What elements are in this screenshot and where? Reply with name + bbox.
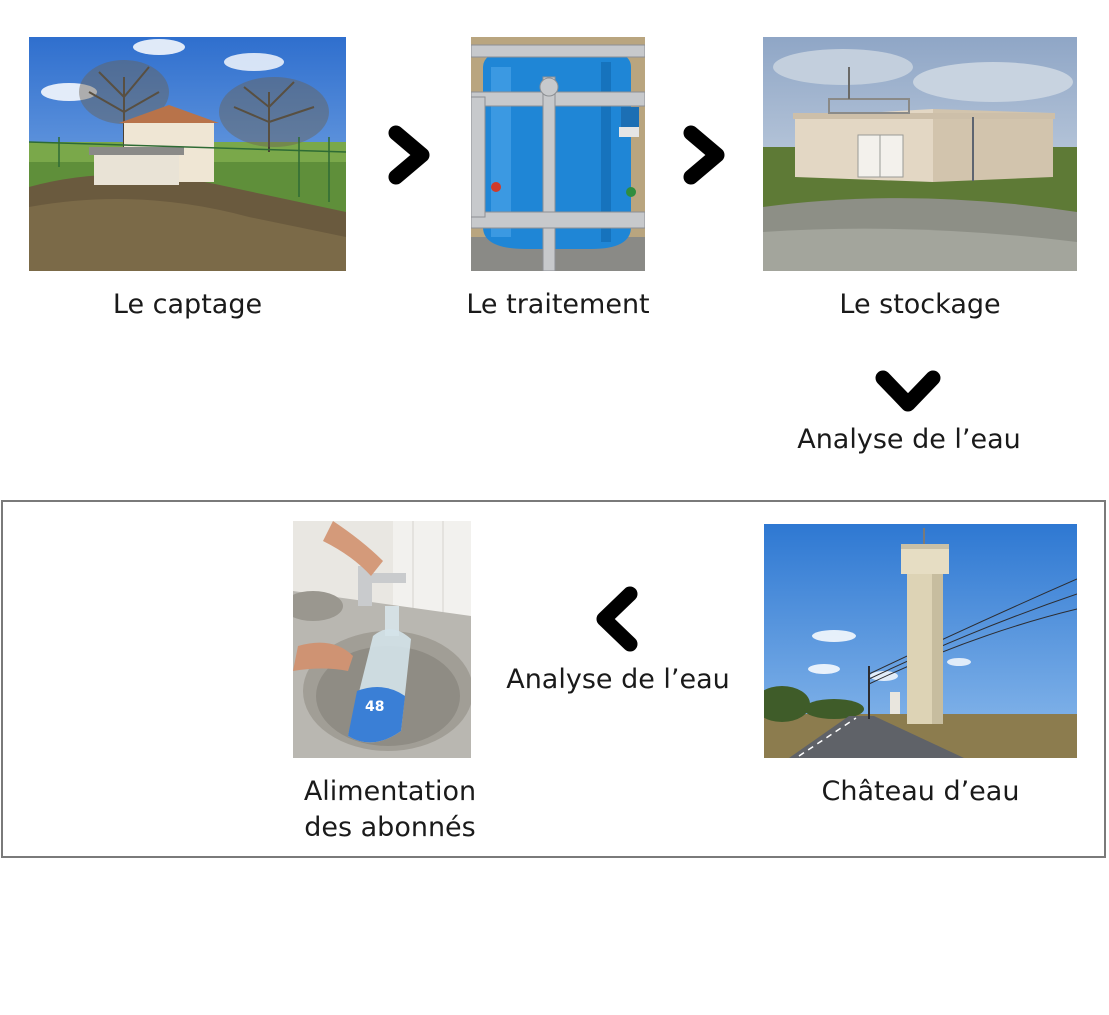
alimentation-label: Alimentation des abonnés: [262, 774, 518, 846]
chevron-right-icon: [682, 124, 728, 186]
chevron-right-icon: [387, 124, 433, 186]
alimentation-label-line1: Alimentation: [262, 774, 518, 810]
svg-text:48: 48: [365, 699, 384, 715]
alimentation-label-line2: des abonnés: [262, 810, 518, 846]
traitement-label: Le traitement: [440, 287, 676, 323]
captage-label: Le captage: [29, 287, 346, 323]
traitement-photo: [471, 37, 645, 271]
alimentation-photo: 48: [293, 521, 471, 758]
stockage-photo: [763, 37, 1077, 271]
chateau-label: Château d’eau: [764, 774, 1077, 810]
chevron-left-icon: [594, 585, 640, 653]
chevron-down-icon: [874, 369, 942, 415]
chateau-photo: [764, 524, 1077, 758]
stockage-label: Le stockage: [763, 287, 1077, 323]
analyse-label-2: Analyse de l’eau: [490, 662, 746, 698]
captage-photo: [29, 37, 346, 271]
analyse-label-1: Analyse de l’eau: [763, 422, 1055, 458]
